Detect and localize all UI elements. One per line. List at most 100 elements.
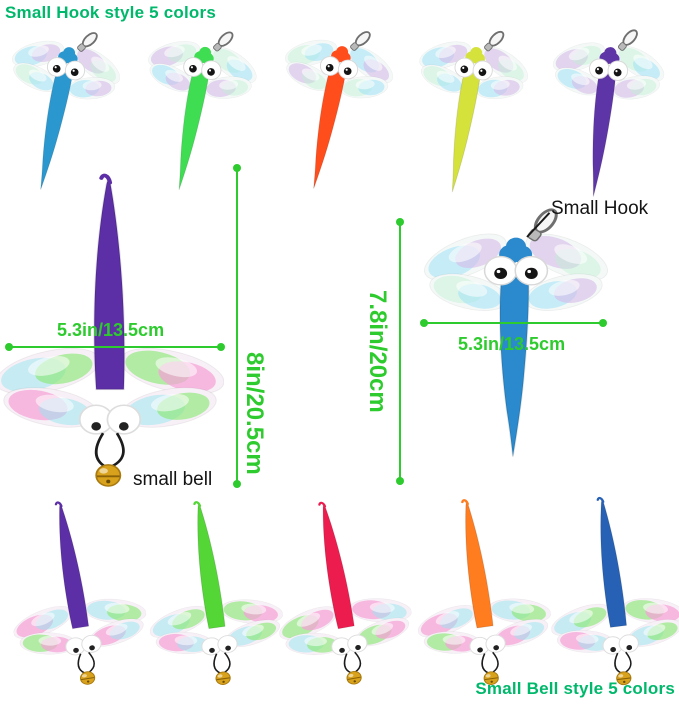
small-bell-icon <box>215 671 231 685</box>
wing <box>3 387 100 428</box>
small-bell-label: small bell <box>133 469 213 490</box>
googly-eyes <box>319 56 359 80</box>
small-hook-icon <box>527 208 558 242</box>
dragonfly-graphic <box>0 173 224 487</box>
wing <box>611 75 661 100</box>
dragonfly-graphic <box>417 499 552 685</box>
wing <box>626 619 679 647</box>
wing <box>220 599 284 625</box>
wing <box>423 631 481 654</box>
googly-eyes <box>183 57 222 81</box>
googly-eyes <box>589 58 629 81</box>
small-bell-icon <box>95 464 122 487</box>
measure-label-right-wingspan: 5.3in/13.5cm <box>458 334 566 354</box>
dragonfly-blue-hook <box>0 16 128 204</box>
wing <box>19 632 77 655</box>
small-bell-icon <box>616 671 632 686</box>
googly-eyes <box>201 635 238 656</box>
wing <box>481 46 529 83</box>
wing <box>622 598 679 624</box>
dragonfly-graphic <box>419 30 529 193</box>
googly-eyes <box>46 57 86 81</box>
googly-eyes <box>331 634 368 656</box>
wing <box>285 632 343 655</box>
googly-eyes <box>602 634 639 655</box>
wing <box>155 631 213 655</box>
wing <box>488 598 552 624</box>
wing <box>225 619 281 648</box>
small-bell-icon <box>80 671 96 685</box>
dragonfly-green-hook <box>126 17 264 204</box>
tail-curl <box>193 501 202 507</box>
dragonfly-graphic <box>284 31 394 189</box>
wing <box>420 64 466 94</box>
cord-loop <box>94 432 125 468</box>
dragonfly-orange-bell <box>400 487 559 696</box>
wing <box>119 347 224 395</box>
wing <box>83 598 147 624</box>
dragonfly-purple-hook <box>539 20 669 207</box>
dragonfly-graphic <box>11 32 121 190</box>
googly-eyes <box>454 57 493 81</box>
dragonfly-green-bell <box>132 489 291 696</box>
wing <box>149 63 195 93</box>
dragonfly-purple-bell <box>0 169 224 489</box>
measure-label-left-height: 8in/20.5cm <box>241 352 268 475</box>
wing <box>475 76 524 100</box>
wing <box>555 67 602 96</box>
dragonfly-graphic <box>13 501 147 685</box>
small-hook-icon <box>213 31 234 52</box>
wing <box>210 46 257 84</box>
dragonfly-graphic <box>551 496 679 686</box>
wing <box>525 233 608 281</box>
wing <box>354 617 410 647</box>
wing <box>524 273 603 311</box>
wing <box>0 347 101 395</box>
dragonfly-body <box>93 177 126 391</box>
dragonfly-body <box>592 66 617 197</box>
wing <box>348 598 412 623</box>
wing <box>279 606 338 640</box>
dragonfly-graphic <box>552 29 665 197</box>
wing <box>340 76 389 99</box>
dragonfly-graphic <box>149 501 284 685</box>
small-hook-icon <box>77 32 98 52</box>
dragonfly-orange-red-hook <box>261 15 401 203</box>
cord-loop <box>614 651 632 674</box>
measure-line-left-height <box>233 164 241 488</box>
wing <box>616 45 665 82</box>
measure-line-left-wingspan <box>5 343 225 351</box>
tail-curl <box>596 496 605 503</box>
measure-label-left-wingspan: 5.3in/13.5cm <box>57 320 165 340</box>
tail-curl <box>461 499 469 506</box>
googly-eyes <box>483 255 549 286</box>
small-hook-icon <box>350 31 371 51</box>
tail-curl <box>54 501 63 508</box>
wing <box>67 77 116 100</box>
wing <box>429 273 508 311</box>
measure-line-right-height <box>396 218 404 485</box>
measure-label-right-height: 7.8in/20cm <box>364 290 391 413</box>
tail-curl <box>318 501 327 508</box>
cord-loop <box>343 651 362 674</box>
small-hook-icon <box>617 29 638 51</box>
wing <box>551 603 611 636</box>
small-hook-label: Small Hook <box>551 198 649 219</box>
dragonfly-body <box>451 65 482 193</box>
tail-curl <box>99 173 113 185</box>
dragonfly-blue-bell <box>536 486 679 695</box>
wing <box>286 61 331 91</box>
cord-loop <box>77 651 96 674</box>
dragonfly-graphic <box>279 501 412 685</box>
title-small-bell-style: Small Bell style 5 colors <box>475 679 675 698</box>
small-hook-icon <box>484 30 505 52</box>
cord-loop <box>213 652 231 674</box>
dragonfly-blue-hook <box>424 206 608 462</box>
dragonfly-red-bell <box>258 487 423 697</box>
wing <box>13 62 58 92</box>
wing <box>417 604 477 638</box>
cord-loop <box>481 651 499 674</box>
dragonfly-body <box>40 64 75 190</box>
wing <box>203 76 252 99</box>
googly-eyes <box>65 634 102 656</box>
